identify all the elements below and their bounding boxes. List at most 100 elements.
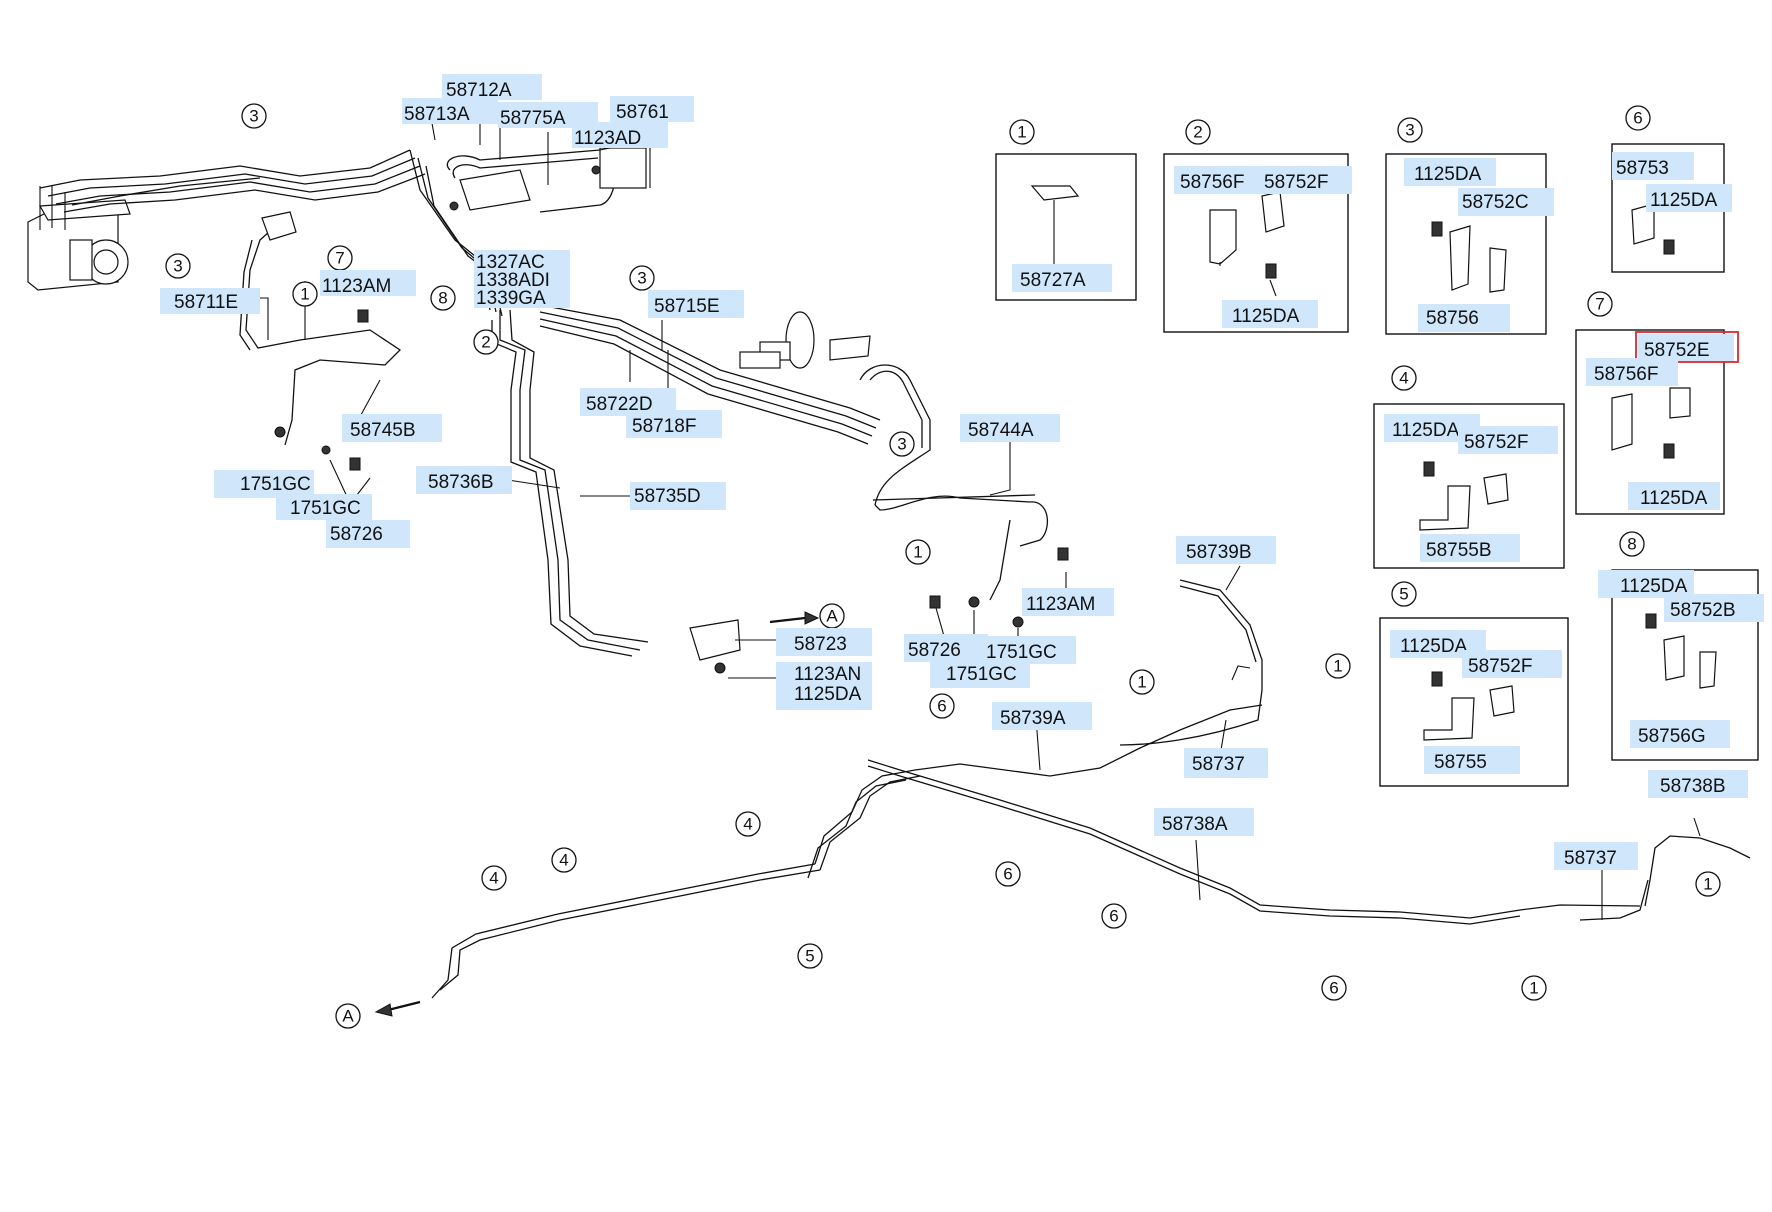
label-58745B: 58745B (342, 414, 442, 442)
box2-label-58752F: 58752F (1260, 166, 1352, 194)
brake-line-58738B (1644, 835, 1751, 907)
svg-text:58753: 58753 (1616, 158, 1669, 179)
label-58726-left: 58726 (326, 520, 410, 548)
label-1338AD: 1338ADI (474, 268, 570, 291)
svg-text:58775A: 58775A (500, 108, 566, 129)
svg-text:7: 7 (335, 249, 344, 268)
label-58711E: 58711E (160, 288, 260, 314)
svg-text:58711E: 58711E (174, 292, 238, 313)
svg-text:1338ADI: 1338ADI (476, 270, 550, 291)
selected-part-outline (1635, 331, 1739, 363)
label-58761: 58761 (610, 96, 694, 123)
callout-2-box: 2 (1185, 119, 1211, 145)
svg-text:58756: 58756 (1426, 308, 1479, 329)
callout-A-lower: A (335, 1003, 361, 1029)
svg-text:1125DA: 1125DA (1392, 420, 1460, 441)
callout-1-bottom-b: 1 (1325, 653, 1351, 679)
box2-label-1125DA: 1125DA (1222, 300, 1318, 328)
callout-5-bottom: 5 (797, 943, 823, 969)
callout-1-center: 1 (905, 539, 931, 565)
svg-text:3: 3 (637, 269, 646, 288)
svg-text:3: 3 (173, 257, 182, 276)
label-58718F: 58718F (626, 410, 722, 438)
label-1751GC-center-b: 1751GC (930, 660, 1030, 688)
abs-modulator-unit (27, 186, 131, 291)
svg-text:4: 4 (489, 869, 498, 888)
detail-box-3 (1385, 153, 1547, 335)
box4-label-58755B: 58755B (1420, 534, 1520, 562)
svg-text:58752F: 58752F (1264, 172, 1328, 193)
svg-text:58744A: 58744A (968, 420, 1034, 441)
callout-4-a: 4 (735, 811, 761, 837)
svg-text:1125DA: 1125DA (794, 684, 862, 705)
svg-text:58752B: 58752B (1670, 600, 1736, 621)
svg-text:1327AC: 1327AC (476, 252, 545, 273)
svg-text:58755: 58755 (1434, 752, 1487, 773)
svg-text:4: 4 (1399, 369, 1408, 388)
svg-text:8: 8 (1627, 535, 1636, 554)
svg-text:3: 3 (897, 435, 906, 454)
master-cylinder-valve (446, 139, 651, 213)
box4-label-58752F: 58752F (1458, 426, 1558, 454)
arrow-to-A-upper (769, 616, 806, 624)
label-1751GC-left-a: 1751GC (214, 470, 314, 498)
label-58738B: 58738B (1648, 770, 1748, 798)
svg-text:1: 1 (300, 285, 309, 304)
callout-8-box: 8 (1619, 531, 1645, 557)
svg-text:6: 6 (1633, 109, 1642, 128)
fasteners-left (274, 309, 369, 471)
box8-label-58752B: 58752B (1664, 594, 1764, 622)
svg-text:3: 3 (1405, 121, 1414, 140)
svg-text:58761: 58761 (616, 102, 669, 123)
box7-label-58756F: 58756F (1586, 358, 1678, 386)
svg-text:1: 1 (1137, 673, 1146, 692)
callout-A-upper: A (819, 603, 845, 629)
callout-7-box: 7 (1587, 291, 1613, 317)
svg-text:4: 4 (559, 851, 568, 870)
svg-text:4: 4 (743, 815, 752, 834)
svg-text:1125DA: 1125DA (1640, 488, 1708, 509)
callout-3-right: 3 (889, 431, 915, 457)
fasteners-bottom-center (929, 547, 1069, 628)
label-58737-right: 58737 (1554, 842, 1638, 870)
svg-text:1123AM: 1123AM (1026, 594, 1095, 615)
label-1327AC: 1327AC (474, 250, 570, 273)
svg-text:58739A: 58739A (1000, 708, 1066, 729)
box2-label-58756F: 58756F (1174, 166, 1266, 194)
svg-text:5: 5 (1399, 585, 1408, 604)
arrowhead-lower (374, 1003, 393, 1017)
callout-3-left: 3 (165, 253, 191, 279)
label-58713A: 58713A (402, 98, 498, 125)
leader-lines (257, 102, 1701, 920)
svg-text:1: 1 (1529, 979, 1538, 998)
svg-text:58737: 58737 (1564, 848, 1617, 869)
callout-3-center: 3 (629, 265, 655, 291)
svg-text:1: 1 (913, 543, 922, 562)
brake-booster (739, 311, 871, 369)
callout-6-box: 6 (1625, 105, 1651, 131)
callouts: 3 3 7 8 1 2 3 3 1 A A 6 1 1 4 4 4 5 6 6 … (165, 103, 1721, 1029)
callout-3-top: 3 (241, 103, 267, 129)
svg-text:6: 6 (1003, 865, 1012, 884)
svg-text:1: 1 (1017, 123, 1026, 142)
svg-text:1125DA: 1125DA (1414, 164, 1482, 185)
callout-6-bottom-c: 6 (1101, 903, 1127, 929)
label-58737-center: 58737 (1184, 748, 1268, 778)
svg-text:58756G: 58756G (1638, 726, 1706, 747)
svg-text:58713A: 58713A (404, 104, 470, 125)
callout-4-box: 4 (1391, 365, 1417, 391)
svg-text:58735D: 58735D (634, 486, 701, 507)
arrow-to-A-lower (387, 1000, 421, 1012)
svg-text:1125DA: 1125DA (1620, 576, 1688, 597)
detail-box-7 (1575, 329, 1725, 515)
svg-text:58739B: 58739B (1186, 542, 1252, 563)
box6-label-58753: 58753 (1612, 152, 1694, 180)
svg-text:58738B: 58738B (1660, 776, 1726, 797)
svg-text:6: 6 (1109, 907, 1118, 926)
label-58712A: 58712A (442, 74, 542, 101)
box5-label-58752F: 58752F (1462, 650, 1562, 678)
callout-1-left: 1 (292, 281, 318, 307)
bracket-part (261, 211, 297, 241)
callout-7-left: 7 (327, 245, 353, 271)
callout-6-bottom-a: 6 (929, 693, 955, 719)
